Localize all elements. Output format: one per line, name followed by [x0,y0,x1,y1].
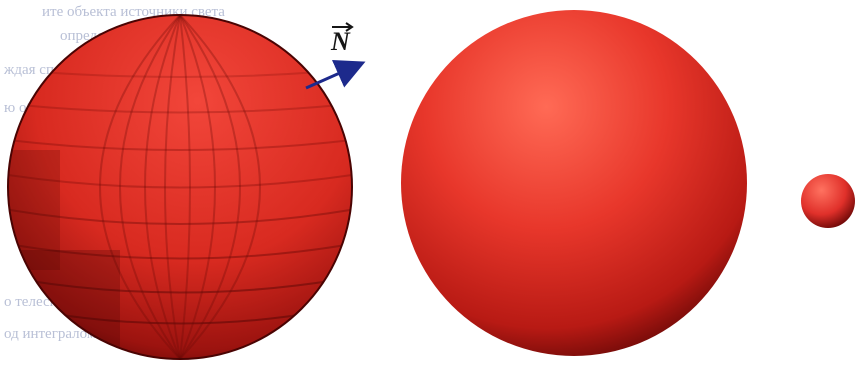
small-sphere [801,174,855,228]
normal-arrow [306,64,360,88]
smooth-sphere-body [401,10,747,356]
normal-vector-label: N [330,27,351,56]
smooth-shaded-sphere [401,10,747,356]
small-sphere-body [801,174,855,228]
